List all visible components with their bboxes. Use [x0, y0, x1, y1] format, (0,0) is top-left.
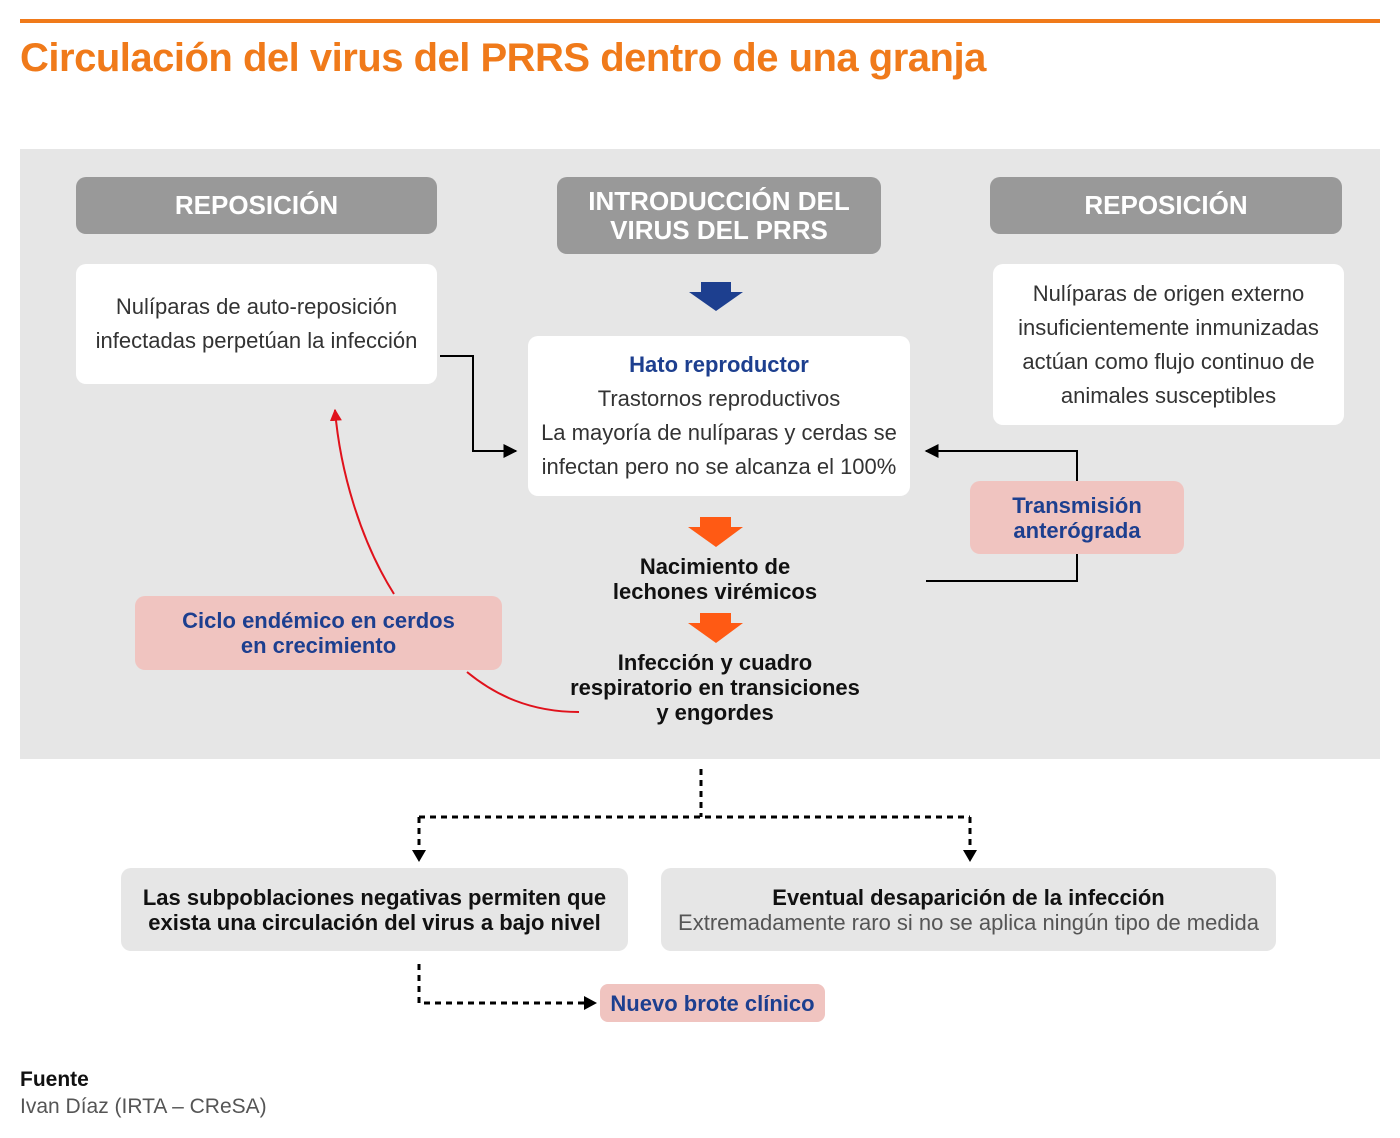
box-autoreposicion-line1: Nulíparas de auto-reposición — [115, 294, 398, 319]
box-origen-externo-line4: animales susceptibles — [1060, 382, 1277, 408]
text-nacimiento-line2: lechones virémicos — [612, 579, 818, 604]
box-ciclo-line2: en crecimiento — [240, 633, 397, 658]
arrow-down-orange-2 — [688, 613, 743, 643]
box-transmision-line2: anterógrada — [1013, 517, 1141, 543]
box-desaparicion: Eventual desaparición de la infección Ex… — [661, 868, 1276, 951]
title-rule — [20, 19, 1380, 23]
dotted-to-nuevo-brote-arrowhead — [584, 996, 597, 1010]
cycle-arrow-red-upper — [329, 408, 395, 595]
dotted-left-arrowhead — [412, 850, 426, 862]
box-transmision-anterograda: Transmisión anterógrada — [970, 481, 1184, 554]
dotted-to-nuevo-brote — [417, 964, 586, 1005]
text-infeccion-line2: respiratorio en transiciones — [570, 675, 860, 700]
source-value: Ivan Díaz (IRTA – CReSA) — [20, 1095, 267, 1118]
box-nuevo-brote: Nuevo brote clínico — [600, 984, 825, 1022]
box-origen-externo: Nulíparas de origen externo insuficiente… — [993, 264, 1344, 425]
box-desaparicion-subtitle: Extremadamente raro si no se aplica ning… — [678, 909, 1259, 935]
text-nacimiento-line1: Nacimiento de — [639, 554, 791, 579]
text-infeccion: Infección y cuadro respiratorio en trans… — [540, 650, 890, 725]
text-infeccion-line1: Infección y cuadro — [617, 650, 813, 675]
box-autoreposicion-line2: infectadas perpetúan la infección — [95, 328, 418, 353]
dotted-right-arrowhead — [963, 850, 977, 862]
box-subpoblaciones: Las subpoblaciones negativas permiten qu… — [121, 868, 628, 951]
connector-transmision-top — [924, 444, 1078, 481]
box-origen-externo-line3: actúan como flujo continuo de — [1022, 348, 1315, 374]
header-reposicion-right-label: REPOSICIÓN — [1084, 190, 1248, 220]
box-ciclo-endemico: Ciclo endémico en cerdos en crecimiento — [135, 596, 502, 670]
box-origen-externo-line2: insuficientemente inmunizadas — [1018, 314, 1319, 340]
box-subpoblaciones-line1: Las subpoblaciones negativas permiten qu… — [142, 884, 607, 910]
header-introduccion: INTRODUCCIÓN DEL VIRUS DEL PRRS — [557, 177, 881, 254]
header-reposicion-left-label: REPOSICIÓN — [174, 190, 339, 220]
connector-transmision-bottom — [926, 554, 1078, 582]
cycle-arrow-red — [466, 671, 580, 713]
box-hato-reproductor-title: Hato reproductor — [629, 352, 809, 377]
box-hato-reproductor-line1: Trastornos reproductivos — [597, 386, 841, 411]
box-origen-externo-line1: Nulíparas de origen externo — [1032, 280, 1305, 306]
text-nacimiento: Nacimiento de lechones virémicos — [560, 554, 870, 604]
header-introduccion-line2: VIRUS DEL PRRS — [610, 214, 828, 245]
header-reposicion-left: REPOSICIÓN — [76, 177, 437, 234]
box-autoreposicion: Nulíparas de auto-reposición infectadas … — [76, 264, 437, 384]
page-title: Circulación del virus del PRRS dentro de… — [20, 36, 986, 80]
arrow-down-orange-1 — [688, 517, 743, 547]
arrow-down-blue — [689, 282, 743, 311]
box-ciclo-line1: Ciclo endémico en cerdos — [182, 608, 455, 633]
box-nuevo-brote-label: Nuevo brote clínico — [610, 990, 815, 1016]
header-introduccion-line1: INTRODUCCIÓN DEL — [588, 185, 850, 216]
box-hato-reproductor: Hato reproductor Trastornos reproductivo… — [528, 336, 910, 496]
header-reposicion-right: REPOSICIÓN — [990, 177, 1342, 234]
box-hato-reproductor-line2: La mayoría de nulíparas y cerdas se — [541, 420, 897, 445]
source-label: Fuente — [20, 1068, 89, 1091]
box-subpoblaciones-line2: exista una circulación del virus a bajo … — [148, 909, 601, 935]
box-transmision-line1: Transmisión — [1012, 492, 1142, 518]
text-infeccion-line3: y engordes — [656, 700, 774, 725]
box-desaparicion-title: Eventual desaparición de la infección — [772, 884, 1165, 910]
box-hato-reproductor-line3: infectan pero no se alcanza el 100% — [541, 454, 897, 479]
connector-left-to-center — [440, 355, 518, 458]
